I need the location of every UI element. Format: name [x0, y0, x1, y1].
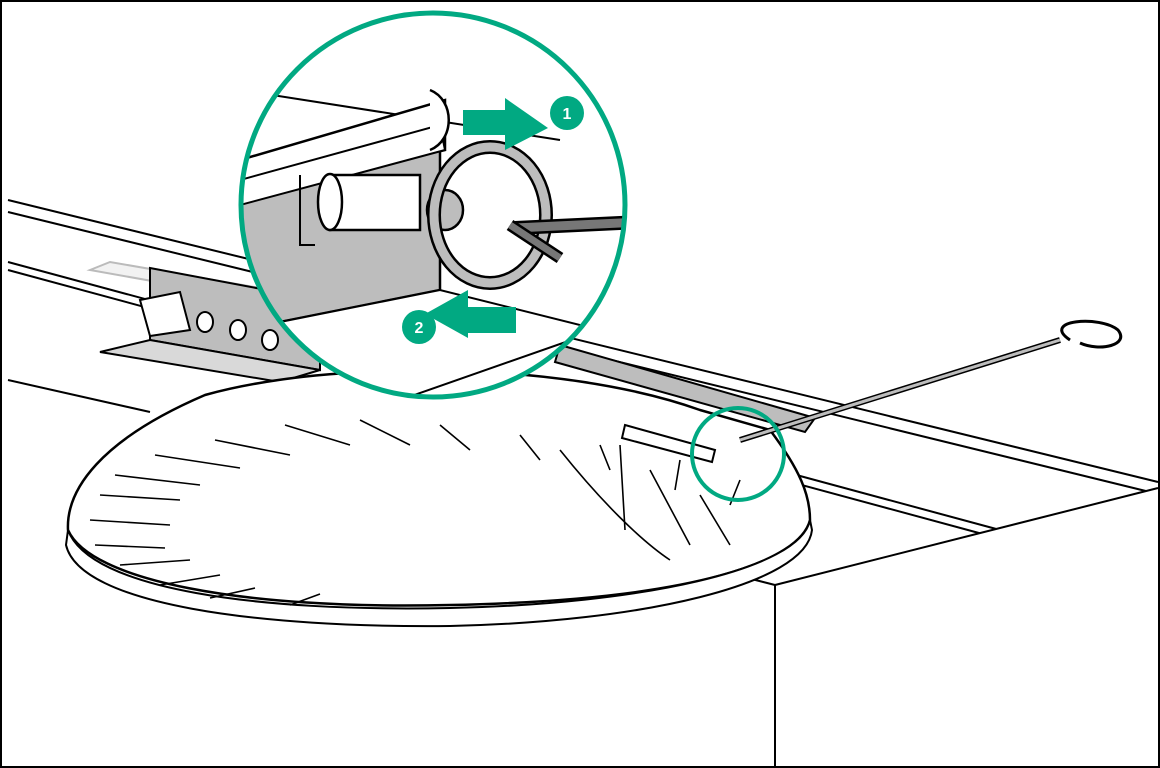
access-point-base — [64, 519, 814, 628]
detail-magnifier — [238, 10, 628, 400]
vent-slats — [89, 419, 741, 606]
detail-magnifier-border — [238, 10, 628, 400]
callout-2: 2 — [402, 310, 436, 344]
bracket-bolts — [196, 311, 279, 351]
access-point — [64, 369, 814, 628]
callout-1-number: 1 — [563, 106, 572, 123]
callout-1: 1 — [550, 96, 584, 130]
arrow-push-left — [425, 290, 516, 338]
detail-locator-circle — [690, 406, 786, 502]
callout-2-number: 2 — [415, 320, 424, 337]
security-cable — [739, 319, 1123, 443]
arrow-pull-right — [463, 98, 548, 150]
cable-hook — [1060, 319, 1123, 349]
